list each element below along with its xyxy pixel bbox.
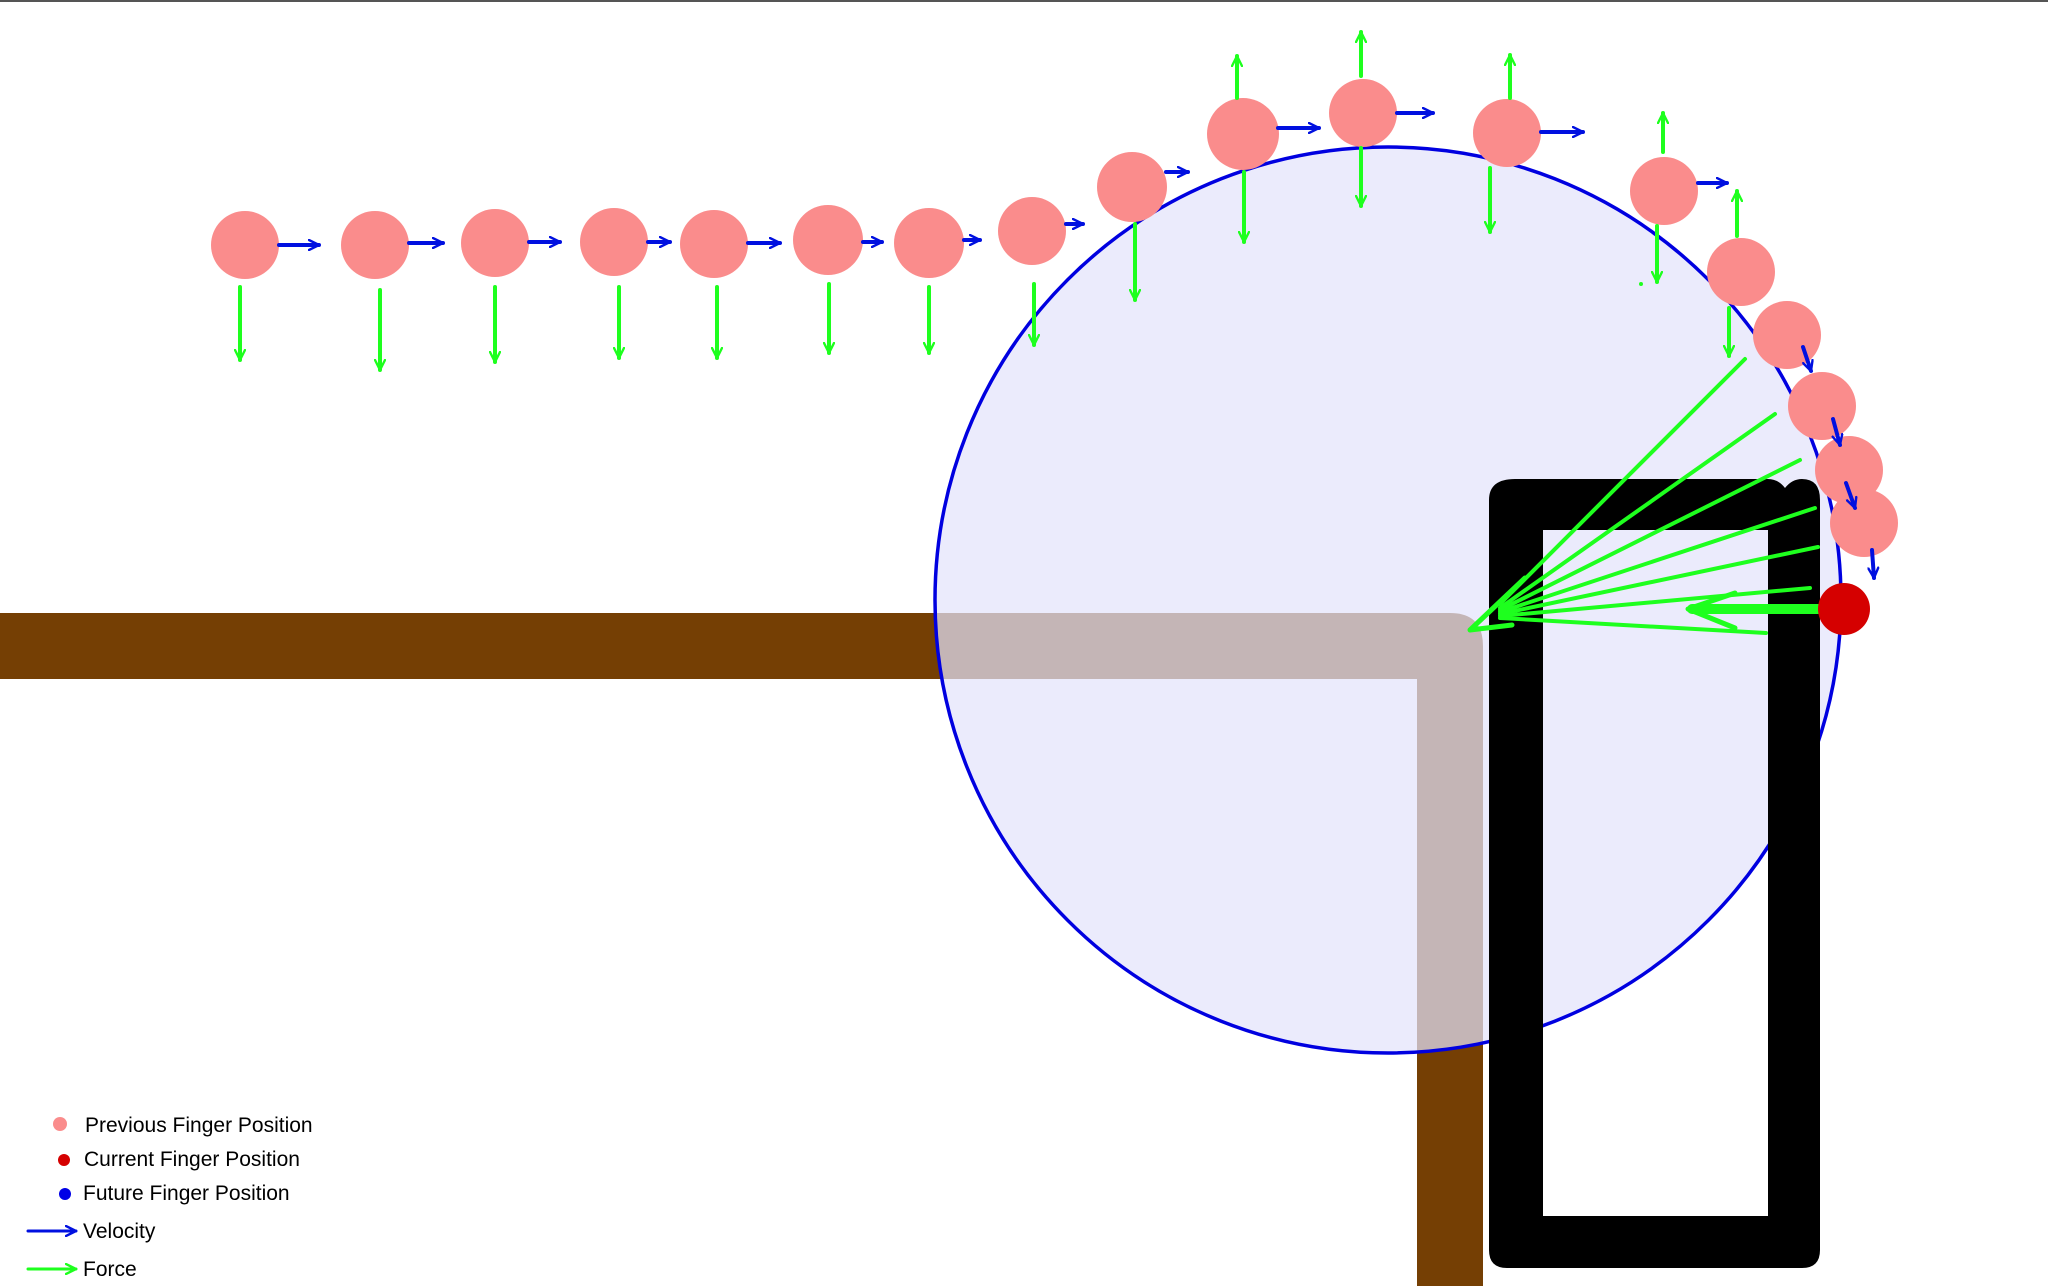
legend-velocity-label: Velocity — [83, 1220, 156, 1243]
previous-position-dot — [1473, 99, 1541, 167]
force-arrow — [1498, 506, 1817, 614]
previous-position-dot — [894, 208, 964, 278]
reach-circle — [933, 145, 1843, 1055]
legend-force: Force — [26, 1258, 137, 1281]
previous-position-dot — [1329, 79, 1397, 147]
previous-position-dot — [1830, 489, 1898, 557]
previous-position-dot — [1753, 301, 1821, 369]
previous-position-dot — [1630, 157, 1698, 225]
legend-future: Future Finger Position — [59, 1182, 290, 1205]
previous-position-dot — [998, 197, 1066, 265]
previous-position-dot — [580, 208, 648, 276]
legend-current: Current Finger Position — [58, 1148, 300, 1171]
object-outline — [1489, 479, 1820, 1268]
legend-previous-label: Previous Finger Position — [85, 1114, 313, 1137]
current-force-arrowhead — [1685, 590, 1738, 631]
previous-position-dot — [1788, 372, 1856, 440]
legend-current-label: Current Finger Position — [84, 1148, 300, 1171]
previous-position-dot — [1707, 238, 1775, 306]
force-arrow — [1498, 357, 1747, 606]
velocity-arrow — [1872, 548, 1874, 580]
legend-previous-marker — [53, 1117, 67, 1131]
previous-position-dot — [680, 210, 748, 278]
stray-mark — [1639, 282, 1643, 286]
legend-force-label: Force — [83, 1258, 137, 1281]
velocity-arrow — [1844, 481, 1855, 510]
velocity-arrow — [1831, 417, 1840, 447]
previous-position-dot — [341, 211, 409, 279]
velocity-arrow — [1801, 345, 1811, 373]
previous-position-dot — [793, 205, 863, 275]
previous-position-dot — [461, 209, 529, 277]
legend-future-label: Future Finger Position — [83, 1182, 290, 1205]
force-arrows — [240, 30, 1823, 635]
previous-position-dot — [1815, 436, 1883, 504]
force-arrow — [1498, 586, 1812, 618]
previous-position-dot — [1207, 98, 1279, 170]
velocity-arrows — [277, 113, 1874, 580]
legend: Previous Finger Position Current Finger … — [26, 1114, 313, 1281]
previous-position-dot — [1097, 152, 1167, 222]
legend-current-marker — [58, 1154, 70, 1166]
previous-positions — [211, 79, 1898, 557]
force-arrow — [1498, 616, 1768, 635]
force-arrow — [1498, 412, 1777, 610]
legend-velocity: Velocity — [26, 1220, 156, 1243]
force-arrow — [1498, 545, 1820, 616]
current-position-dot — [1818, 583, 1870, 635]
previous-position-dot — [211, 211, 279, 279]
legend-previous: Previous Finger Position — [53, 1114, 313, 1137]
legend-future-marker — [59, 1188, 71, 1200]
force-arrowhead — [1467, 575, 1528, 633]
force-arrow — [1498, 458, 1802, 612]
